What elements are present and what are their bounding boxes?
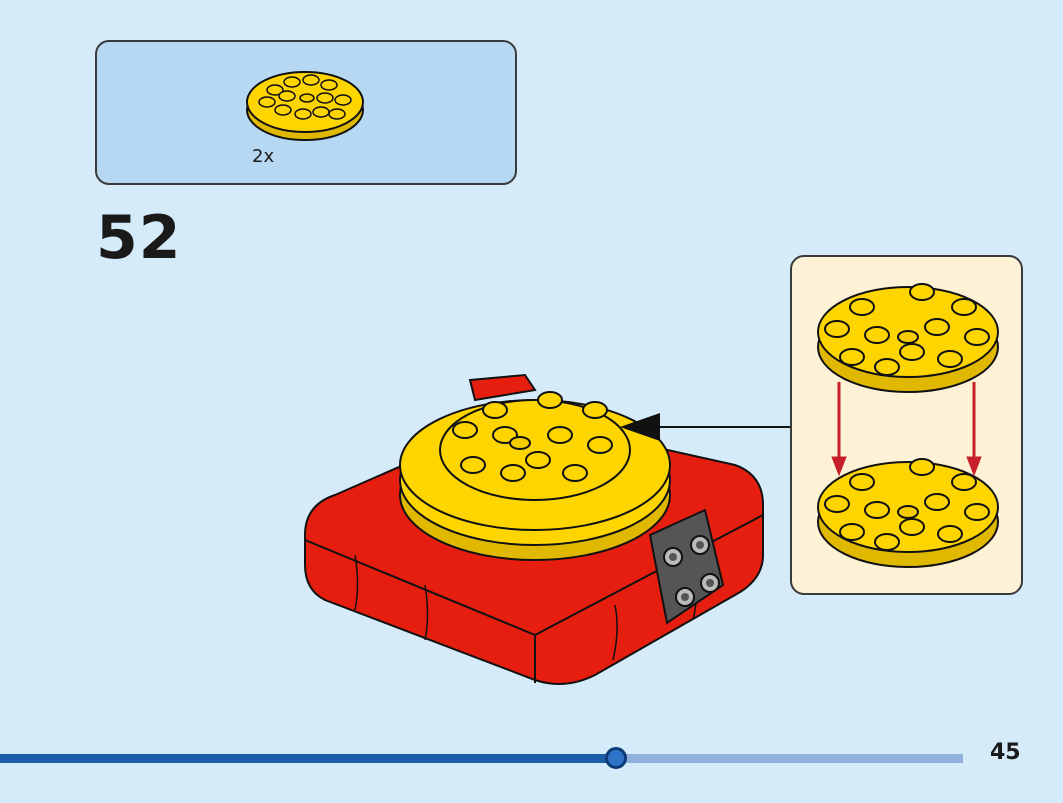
step-number: 52	[96, 203, 182, 273]
stacked-plates-icon	[817, 283, 999, 568]
progress-bar	[0, 747, 963, 769]
pointer-arrow	[620, 413, 791, 441]
round-plate-icon	[246, 71, 364, 141]
page-number: 45	[990, 740, 1021, 765]
progress-fill	[0, 754, 617, 763]
part-quantity: 2x	[252, 146, 275, 167]
parts-list-box: 2x	[95, 40, 517, 185]
progress-knob	[605, 747, 628, 769]
model-illustration	[304, 373, 764, 685]
assembly-callout	[790, 255, 1023, 595]
